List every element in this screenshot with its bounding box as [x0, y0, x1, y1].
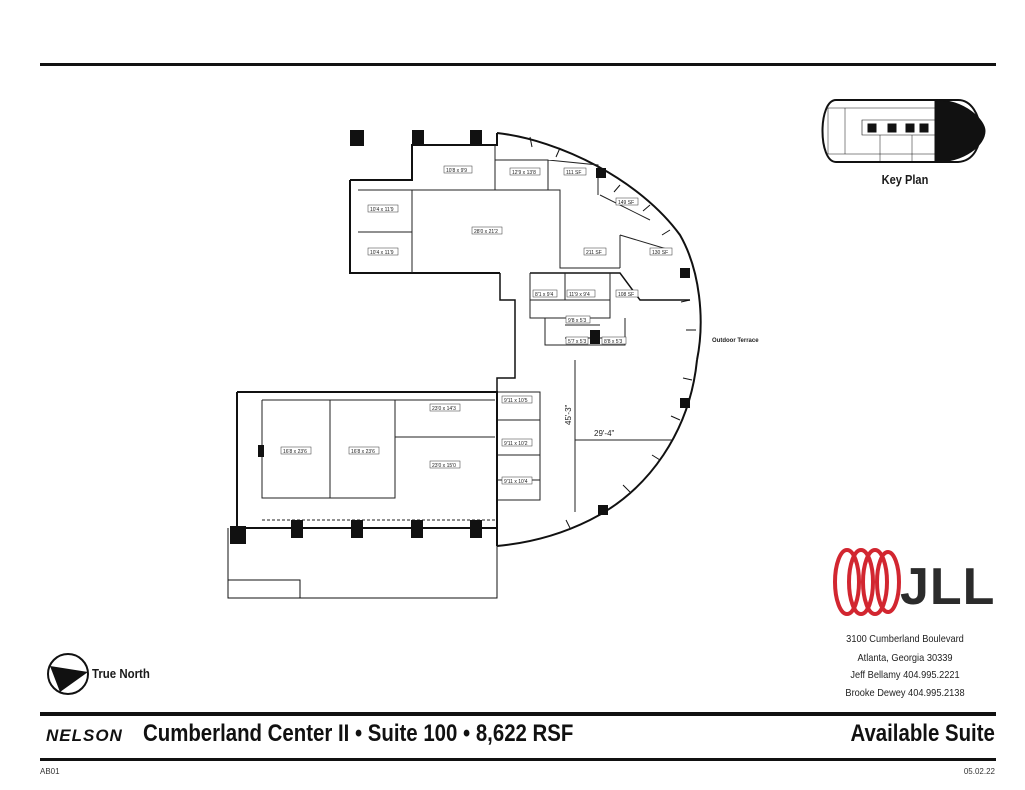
outdoor-terrace-label: Outdoor Terrace [712, 338, 759, 344]
room-label-12: 108 SF [618, 292, 634, 298]
address-line-2: Atlanta, Georgia 30339 [857, 652, 953, 664]
dimension-horizontal: 29'-4" [594, 429, 615, 438]
room-label-6: 28'0 x 21'2 [474, 229, 498, 235]
curved-facade-upper [496, 132, 702, 361]
room-label-10: 8'1 x 9'4 [535, 292, 554, 298]
address-line-1: 3100 Cumberland Boulevard [846, 633, 964, 645]
room-label-9: 130 SF [652, 250, 668, 256]
key-plan-label: Key Plan [881, 172, 929, 187]
room-label-22: 9'11 x 10'4 [504, 479, 528, 485]
nelson-logo: NELSON [46, 726, 123, 745]
room-labels: 10'8 x 9'9 12'9 x 13'8 111 SF 10'4 x 11'… [280, 165, 673, 485]
room-label-21: 9'11 x 10'2 [504, 441, 528, 447]
true-north-label: True North [92, 666, 150, 681]
room-label-7: 149 SF [618, 200, 634, 206]
room-label-3: 111 SF [566, 170, 581, 176]
jll-logo-text: JLL [900, 558, 996, 616]
window-mullions [529, 136, 696, 529]
lower-terrace-edge [227, 528, 498, 599]
room-label-4: 10'4 x 11'9 [370, 207, 394, 213]
curved-facade-lower [496, 359, 698, 547]
availability-status: Available Suite [850, 720, 995, 747]
room-label-17: 16'8 x 23'6 [351, 449, 375, 455]
room-label-18: 23'0 x 14'3 [432, 406, 456, 412]
date-stamp: 05.02.22 [963, 767, 995, 776]
room-label-13: 9'8 x 5'3 [568, 318, 587, 324]
upper-wing-wall [349, 133, 500, 274]
room-label-14: 5'7 x 5'3 [568, 339, 587, 345]
jll-logo-icon [833, 548, 901, 616]
room-label-20: 9'11 x 10'5 [504, 398, 528, 404]
room-label-15: 8'8 x 5'3 [604, 339, 623, 345]
dimension-vertical: 45'-3" [564, 404, 573, 425]
top-rule [40, 63, 996, 66]
agent-1: Jeff Bellamy 404.995.2221 [850, 669, 960, 681]
agent-2: Brooke Dewey 404.995.2138 [845, 687, 965, 699]
lower-wing-wall [236, 391, 498, 546]
bottom-rule-upper [40, 712, 996, 716]
room-label-2: 12'9 x 13'8 [512, 170, 536, 176]
room-label-1: 10'8 x 9'9 [446, 168, 467, 174]
room-label-8: 211 SF [586, 250, 602, 256]
key-plan-thumbnail [821, 99, 986, 163]
page-title: Cumberland Center II • Suite 100 • 8,622… [143, 720, 574, 747]
bottom-rule-lower [40, 758, 996, 761]
room-label-11: 11'9 x 9'4 [569, 292, 590, 298]
columns [230, 130, 690, 544]
north-arrow-icon [47, 653, 89, 695]
sheet-number: AB01 [40, 767, 60, 776]
room-label-5: 10'4 x 11'9 [370, 250, 394, 256]
room-label-16: 16'8 x 23'6 [283, 449, 307, 455]
room-label-19: 23'0 x 15'0 [432, 463, 456, 469]
